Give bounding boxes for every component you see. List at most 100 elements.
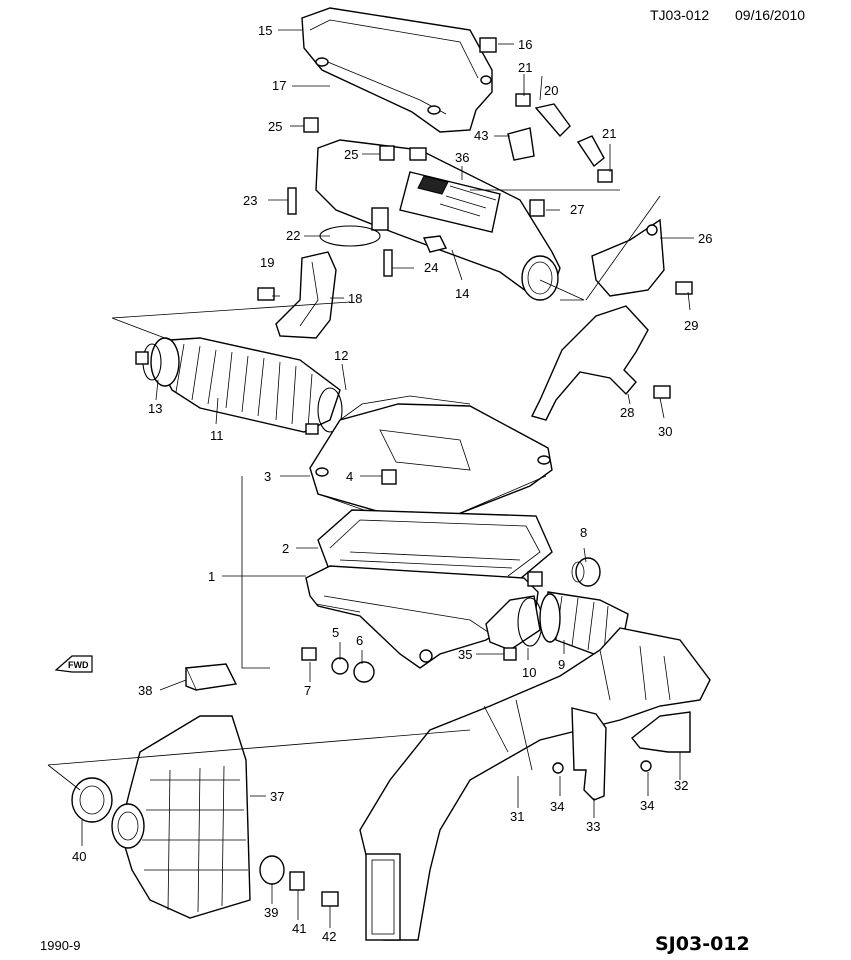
callout-32: 32 [674, 778, 688, 793]
callout-27: 27 [570, 202, 584, 217]
plug-35 [503, 647, 517, 661]
callout-7: 7 [304, 683, 311, 698]
bolt-19 [257, 287, 275, 301]
edition-mark: 1990-9 [40, 938, 80, 953]
callout-23: 23 [243, 193, 257, 208]
callout-21b: 21 [602, 126, 616, 141]
callout-16: 16 [518, 37, 532, 52]
bracket-32-part [631, 711, 691, 753]
callout-41: 41 [292, 921, 306, 936]
callout-33: 33 [586, 819, 600, 834]
air-hose-part [150, 337, 341, 433]
bracket-28-part [530, 305, 649, 421]
collar-41-part [289, 871, 305, 891]
grommet-part [571, 557, 601, 587]
callout-3: 3 [264, 469, 271, 484]
callout-36: 36 [455, 150, 469, 165]
callout-2: 2 [282, 541, 289, 556]
callout-9: 9 [558, 657, 565, 672]
callout-25a: 25 [268, 119, 282, 134]
callout-15: 15 [258, 23, 272, 38]
callout-22: 22 [286, 228, 300, 243]
callout-6: 6 [356, 633, 363, 648]
fwd-arrow-icon: FWD [54, 655, 93, 673]
nut-34a [552, 762, 564, 774]
bolt-29 [675, 281, 693, 295]
hose-clamp-12 [305, 387, 343, 435]
intake-cover-part [301, 7, 493, 133]
callout-11: 11 [210, 428, 224, 443]
callout-14: 14 [455, 286, 469, 301]
callout-43: 43 [474, 128, 488, 143]
air-cleaner-cover-part [309, 395, 553, 525]
bolt-16 [479, 37, 497, 53]
collar-5 [331, 657, 349, 675]
callout-28: 28 [620, 405, 634, 420]
nut-25a [303, 117, 319, 133]
mount-39-part [259, 855, 285, 885]
air-filter-element-part [317, 509, 553, 585]
callout-4: 4 [346, 469, 353, 484]
callout-34b: 34 [640, 798, 654, 813]
nut-25b [379, 145, 395, 161]
stud-23 [287, 187, 297, 215]
svg-text:SJ03-012: SJ03-012 [655, 933, 750, 955]
callout-12: 12 [334, 348, 348, 363]
callout-1: 1 [208, 569, 215, 584]
bracket-26-part [591, 218, 665, 297]
resonator-part [111, 715, 251, 919]
stud-24 [383, 249, 393, 277]
leader-lines [81, 29, 694, 928]
holder-43 [507, 127, 535, 161]
callout-39: 39 [264, 905, 278, 920]
callout-31: 31 [510, 809, 524, 824]
hose-clamp-13 [135, 343, 162, 381]
callout-18: 18 [348, 291, 362, 306]
clip-21a [515, 93, 531, 107]
intake-duct-31-part [359, 627, 711, 941]
callout-21a: 21 [518, 60, 532, 75]
bolt-7 [301, 647, 317, 661]
duct-bracket-part [275, 251, 337, 339]
bolt-30 [653, 385, 671, 399]
drawing-id: TJ03-012 [650, 7, 709, 23]
resonator-ring-part [71, 777, 113, 823]
callout-19: 19 [260, 255, 274, 270]
callout-29: 29 [684, 318, 698, 333]
callout-38: 38 [138, 683, 152, 698]
hose-20 [534, 103, 571, 138]
grommet-6 [353, 661, 375, 683]
callout-17: 17 [272, 78, 286, 93]
callout-30: 30 [658, 424, 672, 439]
reference-lines [47, 189, 661, 791]
callout-24: 24 [424, 260, 438, 275]
nipple-part [409, 147, 427, 161]
nut-34b [640, 760, 652, 772]
callout-34a: 34 [550, 799, 564, 814]
bolt-42-part [321, 891, 339, 907]
callout-8: 8 [580, 525, 587, 540]
bolt-4 [381, 469, 397, 485]
callout-20: 20 [544, 83, 558, 98]
air-cleaner-case-part [305, 565, 543, 669]
callout-5: 5 [332, 625, 339, 640]
callout-labels: 15 16 17 21 20 25 43 21 25 36 23 27 22 2… [72, 23, 712, 944]
callout-35: 35 [458, 647, 472, 662]
footer-code: SJ03-012 [655, 933, 750, 955]
clip-21b [597, 169, 613, 183]
bracket-33-part [571, 707, 607, 801]
callout-26: 26 [698, 231, 712, 246]
intake-duct-part [315, 139, 561, 301]
svg-text:FWD: FWD [68, 660, 89, 670]
callout-13: 13 [148, 401, 162, 416]
bolt-27 [529, 199, 545, 217]
outlet-hose-part [539, 591, 629, 655]
callout-25b: 25 [344, 147, 358, 162]
resonator-cap-part [184, 663, 238, 691]
callout-37: 37 [270, 789, 284, 804]
callout-42: 42 [322, 929, 336, 944]
drawing-date: 09/16/2010 [735, 7, 805, 23]
hose-20b [576, 135, 605, 168]
callout-10: 10 [522, 665, 536, 680]
